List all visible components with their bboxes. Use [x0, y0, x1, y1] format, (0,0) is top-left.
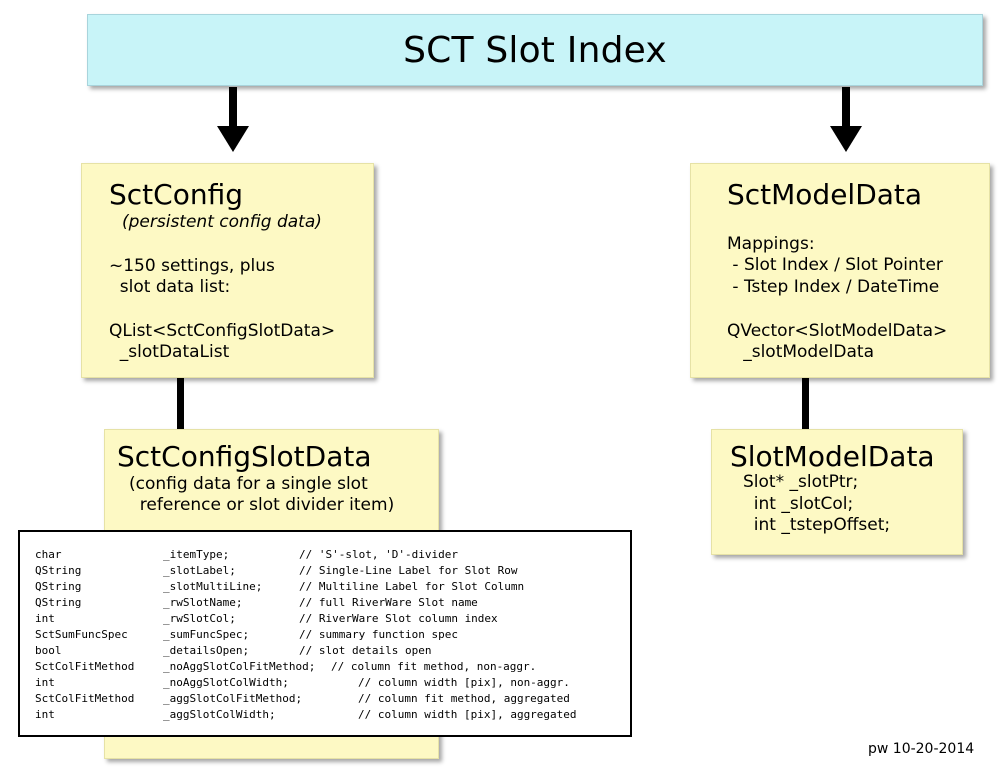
field-type: QString — [35, 564, 82, 577]
sct-model-data-line: QVector<SlotModelData> — [727, 321, 948, 341]
connector-config-to-slotdata — [177, 378, 184, 430]
field-name: _rwSlotName; — [163, 596, 243, 609]
field-type: int — [35, 708, 55, 721]
sct-model-data-line: - Tstep Index / DateTime — [727, 277, 940, 297]
field-name: _slotLabel; — [163, 564, 236, 577]
field-type: SctColFitMethod — [35, 692, 135, 705]
sct-config-slot-data-heading: SctConfigSlotData — [117, 440, 372, 473]
sct-model-data-heading: SctModelData — [727, 178, 923, 211]
author-date-footer: pw 10-20-2014 — [868, 741, 975, 757]
field-type: char — [35, 548, 62, 561]
field-type: SctColFitMethod — [35, 660, 135, 673]
field-name: _slotMultiLine; — [163, 580, 263, 593]
arrow-left-shaft — [229, 87, 237, 127]
field-type: int — [35, 676, 55, 689]
field-comment: // 'S'-slot, 'D'-divider — [299, 548, 458, 561]
sct-config-line: ~150 settings, plus — [109, 256, 275, 276]
field-comment: // column fit method, aggregated — [358, 692, 570, 705]
sct-config-line: _slotDataList — [109, 342, 230, 362]
slot-model-data-line: int _slotCol; — [743, 494, 854, 514]
field-type: QString — [35, 580, 82, 593]
field-type: int — [35, 612, 55, 625]
sct-config-slot-data-line: reference or slot divider item) — [129, 495, 395, 515]
arrow-right-head — [830, 126, 862, 152]
field-comment: // column fit method, non-aggr. — [331, 660, 537, 673]
field-type: bool — [35, 644, 62, 657]
field-name: _sumFuncSpec; — [163, 628, 250, 641]
field-comment: // summary function spec — [299, 628, 458, 641]
field-comment: // full RiverWare Slot name — [299, 596, 478, 609]
field-name: _aggSlotColFitMethod; — [163, 692, 303, 705]
sct-config-heading: SctConfig — [109, 178, 243, 211]
field-type: QString — [35, 596, 82, 609]
sct-config-box: SctConfig (persistent config data) ~150 … — [81, 163, 374, 378]
field-name: _detailsOpen; — [163, 644, 250, 657]
slot-model-data-line: int _tstepOffset; — [743, 515, 891, 535]
field-type: SctSumFuncSpec — [35, 628, 128, 641]
diagram-title: SCT Slot Index — [403, 29, 667, 71]
field-comment: // RiverWare Slot column index — [299, 612, 498, 625]
slot-model-data-line: Slot* _slotPtr; — [743, 472, 859, 492]
field-name: _itemType; — [163, 548, 230, 561]
sct-config-slot-data-line: (config data for a single slot — [129, 474, 368, 494]
slot-data-fields-box: char _itemType; // 'S'-slot, 'D'-divider… — [18, 530, 632, 737]
field-comment: // Multiline Label for Slot Column — [299, 580, 525, 593]
sct-model-data-line: _slotModelData — [727, 342, 874, 362]
field-comment: // column width [pix], non-aggr. — [358, 676, 570, 689]
slot-model-data-heading: SlotModelData — [730, 440, 935, 473]
sct-config-subtitle: (persistent config data) — [122, 212, 322, 232]
field-name: _rwSlotCol; — [163, 612, 236, 625]
arrow-left-head — [217, 126, 249, 152]
arrow-right-shaft — [842, 87, 850, 127]
field-name: _noAggSlotColFitMethod; — [163, 660, 316, 673]
field-name: _noAggSlotColWidth; — [163, 676, 289, 689]
slot-model-data-box: SlotModelData Slot* _slotPtr; int _slotC… — [711, 429, 963, 555]
sct-model-data-box: SctModelData Mappings: - Slot Index / Sl… — [690, 163, 990, 378]
field-name: _aggSlotColWidth; — [163, 708, 276, 721]
field-comment: // slot details open — [299, 644, 432, 657]
title-box: SCT Slot Index — [87, 14, 983, 86]
connector-model-to-slotmodel — [802, 378, 809, 430]
field-comment: // Single-Line Label for Slot Row — [299, 564, 518, 577]
sct-config-line: QList<SctConfigSlotData> — [109, 321, 336, 341]
field-comment: // column width [pix], aggregated — [358, 708, 577, 721]
sct-model-data-line: - Slot Index / Slot Pointer — [727, 255, 943, 275]
sct-config-line: slot data list: — [109, 277, 231, 297]
sct-model-data-line: Mappings: — [727, 234, 815, 254]
